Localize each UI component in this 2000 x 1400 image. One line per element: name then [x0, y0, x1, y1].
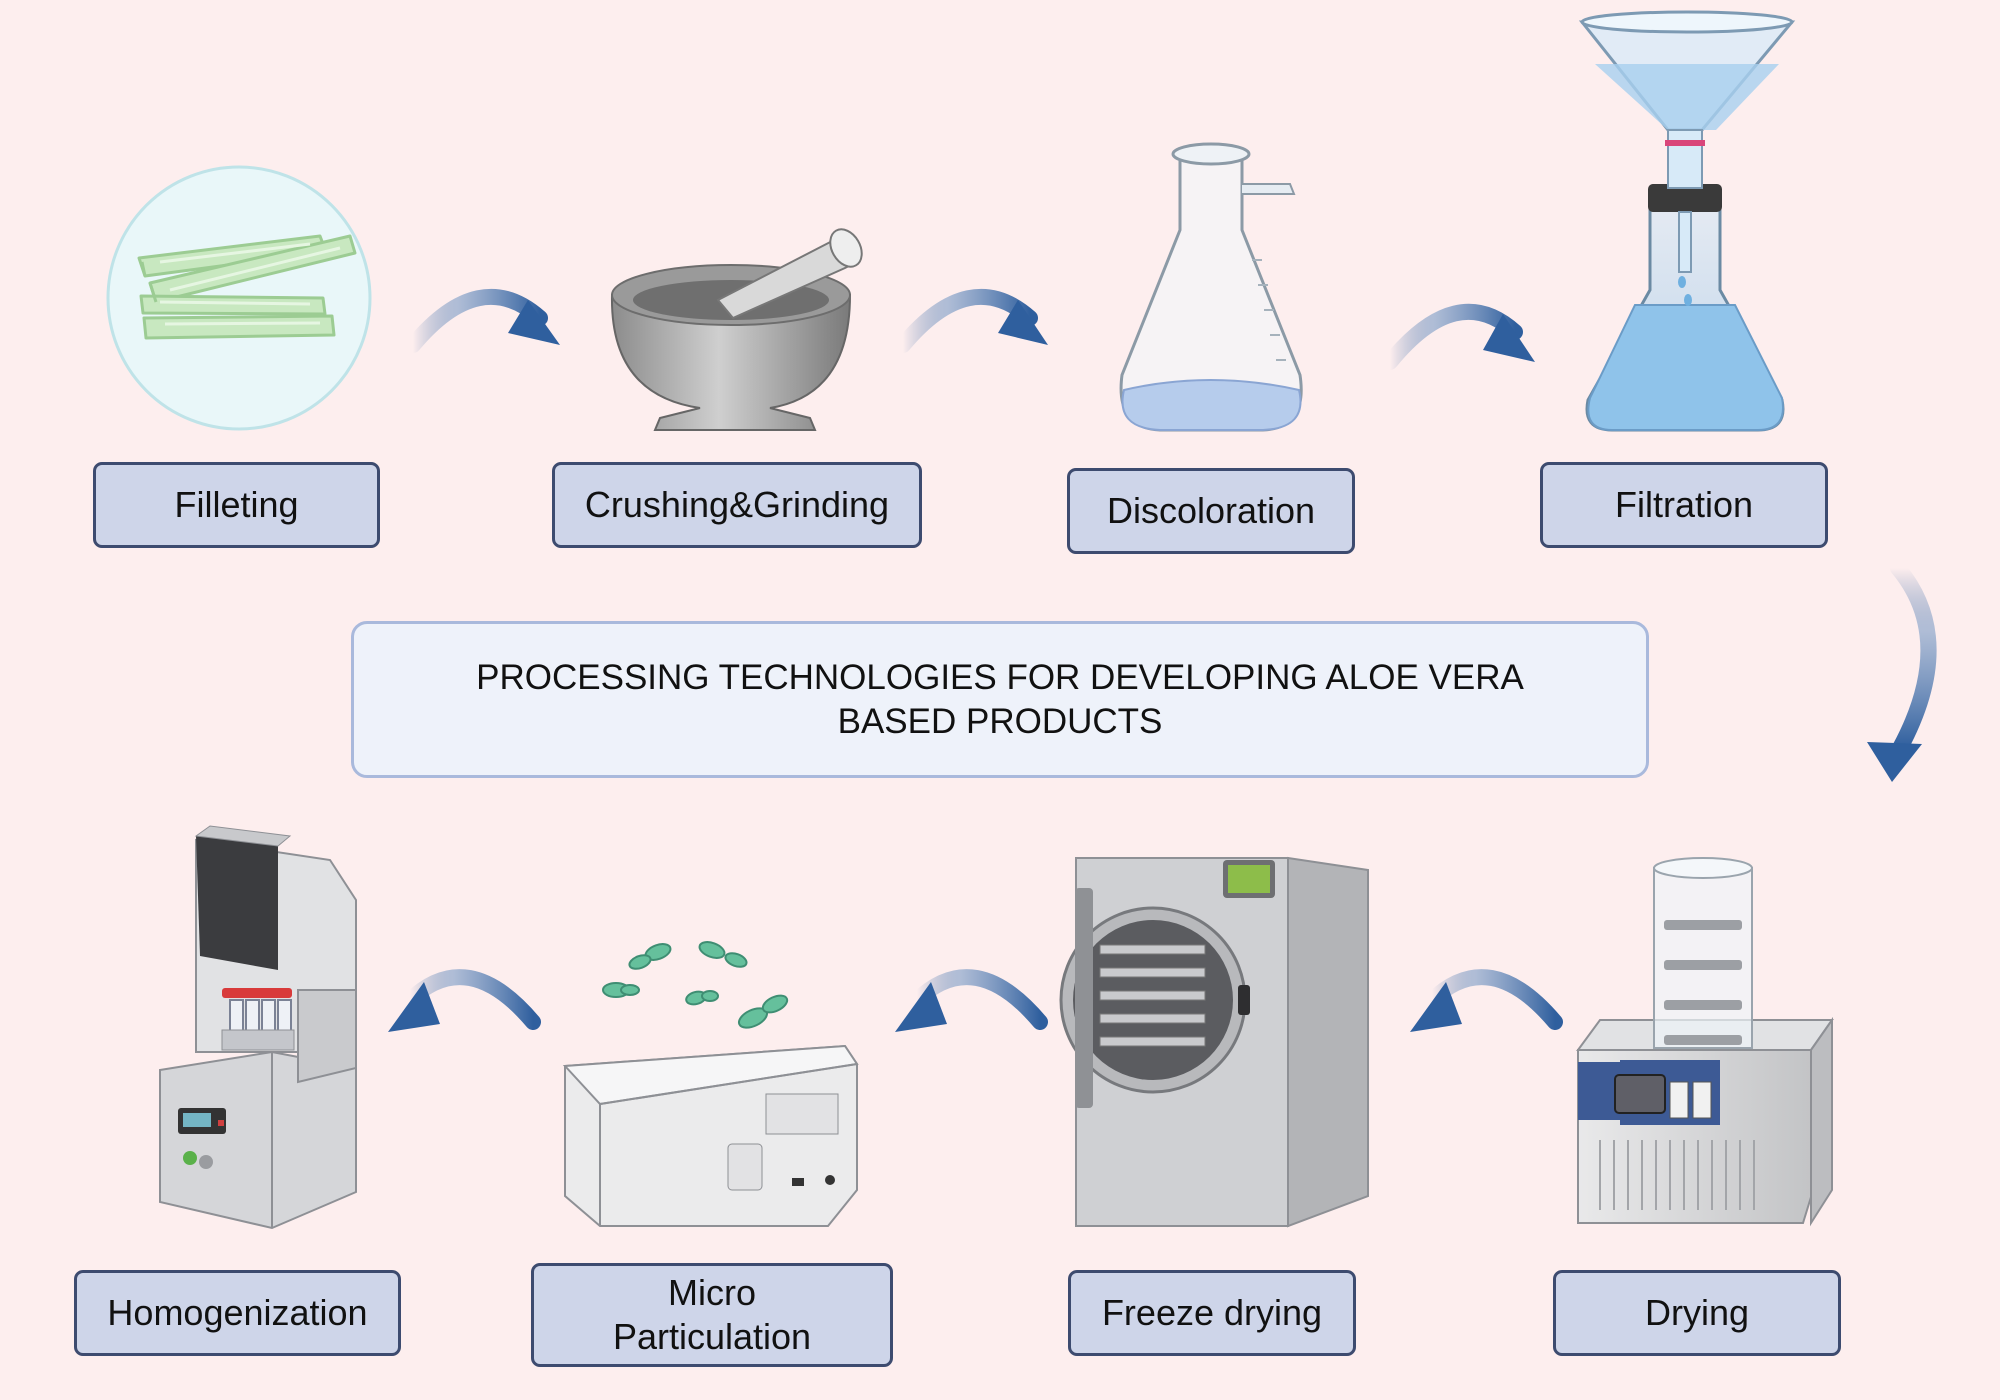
arrow-3-icon [1382, 303, 1535, 370]
step-label-homogenization: Homogenization [74, 1270, 401, 1356]
flask-icon [1119, 142, 1303, 432]
arrow-2-icon [895, 288, 1048, 353]
arrow-1-icon [405, 288, 560, 353]
diagram-title: PROCESSING TECHNOLOGIES FOR DEVELOPING A… [351, 621, 1649, 778]
step-label-drying: Drying [1553, 1270, 1841, 1356]
arrow-down-icon [1867, 560, 1937, 782]
step-label-discoloration: Discoloration [1067, 468, 1355, 554]
micro-particulation-icon [562, 941, 859, 1227]
arrow-4-icon [1410, 969, 1563, 1032]
step-label-filtration: Filtration [1540, 462, 1828, 548]
funnel-flask-icon [1578, 10, 1796, 432]
arrow-5-icon [895, 969, 1048, 1032]
step-label-crushing-grinding: Crushing&Grinding [552, 462, 922, 548]
step-label-freeze-drying: Freeze drying [1068, 1270, 1356, 1356]
step-label-filleting: Filleting [93, 462, 380, 548]
aloe-fillets-icon [106, 165, 372, 431]
step-label-micro-particulation: Micro Particulation [531, 1263, 893, 1367]
arrow-6-icon [388, 969, 541, 1032]
dryer-icon [1576, 857, 1834, 1227]
mortar-pestle-icon [610, 228, 863, 431]
freeze-dryer-icon [1059, 856, 1369, 1228]
homogenizer-icon [159, 825, 357, 1230]
